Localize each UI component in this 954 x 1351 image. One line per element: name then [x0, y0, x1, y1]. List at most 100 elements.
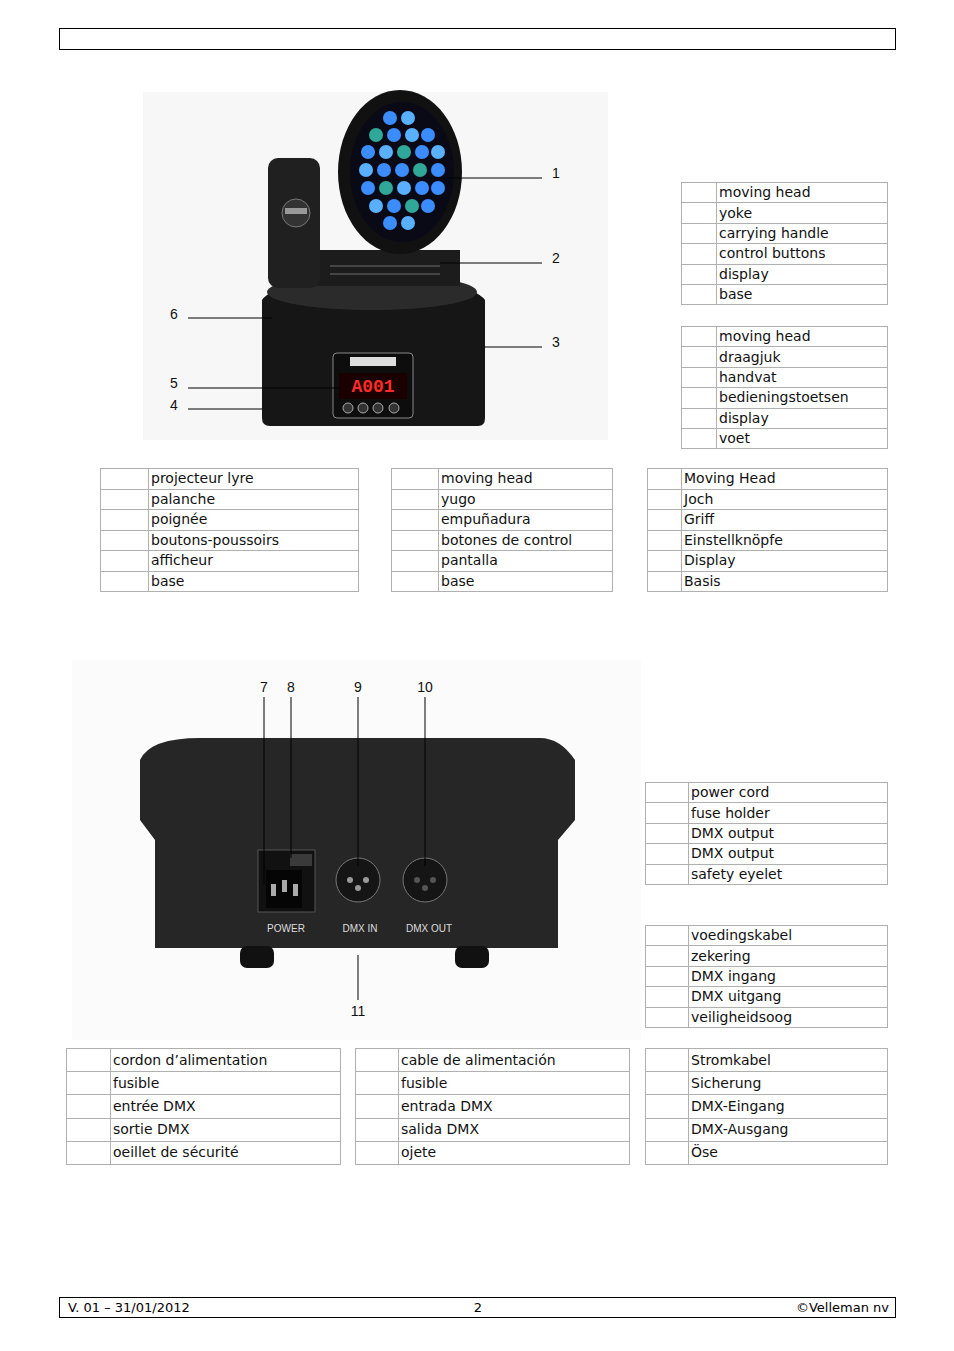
- table-text: Basis: [684, 573, 721, 589]
- table-cell: [355, 1094, 399, 1118]
- callout-number: 3: [552, 335, 560, 349]
- table-cell: [66, 1094, 111, 1118]
- table-cell: [645, 1141, 689, 1165]
- table-cell: [391, 489, 439, 511]
- table-text: moving head: [719, 184, 811, 200]
- table-text: yoke: [719, 205, 752, 221]
- callout-number: 10: [417, 680, 433, 694]
- table-text: cable de alimentación: [401, 1052, 556, 1068]
- table-text: Moving Head: [684, 470, 776, 486]
- table-text: Öse: [691, 1144, 718, 1160]
- table-text: poignée: [151, 511, 207, 527]
- table-cell: [681, 202, 717, 223]
- table-cell: [681, 326, 717, 347]
- table-text: draagjuk: [719, 349, 781, 365]
- table-cell: [681, 367, 717, 388]
- table-text: display: [719, 266, 769, 282]
- callout-number: 4: [170, 398, 178, 412]
- table-cell: [645, 843, 689, 864]
- panel-marking: DMX OUT: [406, 924, 452, 934]
- table-text: safety eyelet: [691, 866, 782, 882]
- table-cell: [647, 550, 682, 572]
- table-text: pantalla: [441, 552, 498, 568]
- table-cell: [66, 1118, 111, 1142]
- table-text: ojete: [401, 1144, 436, 1160]
- table-text: DMX uitgang: [691, 988, 781, 1004]
- table-cell: [391, 550, 439, 572]
- table-cell: [66, 1071, 111, 1095]
- table-text: DMX-Ausgang: [691, 1121, 788, 1137]
- callout-number: 7: [260, 680, 268, 694]
- table-cell: [647, 509, 682, 531]
- table-text: botones de control: [441, 532, 572, 548]
- table-cell: [645, 1007, 689, 1028]
- callout-number: 9: [354, 680, 362, 694]
- table-text: moving head: [441, 470, 533, 486]
- table-cell: [647, 468, 682, 490]
- table-cell: [391, 468, 439, 490]
- table-text: Joch: [684, 491, 713, 507]
- table-cell: [681, 284, 717, 305]
- table-text: yugo: [441, 491, 476, 507]
- table-text: veiligheidsoog: [691, 1009, 792, 1025]
- table-text: Sicherung: [691, 1075, 761, 1091]
- table-text: bedieningstoetsen: [719, 389, 849, 405]
- table-cell: [355, 1141, 399, 1165]
- moving-head-photo: [143, 90, 608, 440]
- table-cell: [355, 1071, 399, 1095]
- table-text: oeillet de sécurité: [113, 1144, 239, 1160]
- display-readout: A001: [351, 378, 394, 396]
- table-cell: [645, 823, 689, 844]
- table-text: afficheur: [151, 552, 213, 568]
- table-cell: [100, 550, 149, 572]
- table-cell: [391, 509, 439, 531]
- callout-number: 2: [552, 251, 560, 265]
- table-cell: [647, 530, 682, 552]
- panel-marking: POWER: [267, 924, 305, 934]
- table-text: base: [441, 573, 474, 589]
- table-text: DMX output: [691, 845, 774, 861]
- footer-text: ©Velleman nv: [796, 1300, 889, 1315]
- table-text: handvat: [719, 369, 777, 385]
- table-cell: [688, 1141, 888, 1165]
- table-text: voet: [719, 430, 750, 446]
- table-cell: [681, 408, 717, 429]
- table-cell: [391, 530, 439, 552]
- table-cell: [100, 509, 149, 531]
- table-text: moving head: [719, 328, 811, 344]
- callout-number: 11: [351, 1004, 366, 1018]
- table-cell: [645, 1094, 689, 1118]
- table-text: display: [719, 410, 769, 426]
- table-cell: [100, 468, 149, 490]
- table-cell: [645, 925, 689, 946]
- table-text: fusible: [113, 1075, 159, 1091]
- table-text: entrée DMX: [113, 1098, 196, 1114]
- table-text: projecteur lyre: [151, 470, 254, 486]
- table-text: Stromkabel: [691, 1052, 771, 1068]
- table-text: palanche: [151, 491, 215, 507]
- table-text: base: [151, 573, 184, 589]
- table-text: power cord: [691, 784, 769, 800]
- callout-number: 1: [552, 166, 560, 180]
- table-text: zekering: [691, 948, 751, 964]
- table-cell: [647, 489, 682, 511]
- table-text: DMX output: [691, 825, 774, 841]
- table-text: empuñadura: [441, 511, 531, 527]
- table-cell: [647, 571, 682, 593]
- table-cell: [645, 966, 689, 987]
- table-text: DMX ingang: [691, 968, 776, 984]
- table-text: Griff: [684, 511, 714, 527]
- table-cell: [645, 864, 689, 885]
- table-cell: [645, 945, 689, 966]
- table-cell: [681, 182, 717, 203]
- table-text: cordon d’alimentation: [113, 1052, 267, 1068]
- table-cell: [66, 1048, 111, 1072]
- footer-text: 2: [474, 1300, 482, 1315]
- table-cell: [66, 1141, 111, 1165]
- table-cell: [645, 802, 689, 823]
- table-text: control buttons: [719, 245, 825, 261]
- panel-marking: DMX IN: [343, 924, 378, 934]
- table-text: Einstellknöpfe: [684, 532, 783, 548]
- callout-number: 8: [287, 680, 295, 694]
- table-cell: [645, 782, 689, 803]
